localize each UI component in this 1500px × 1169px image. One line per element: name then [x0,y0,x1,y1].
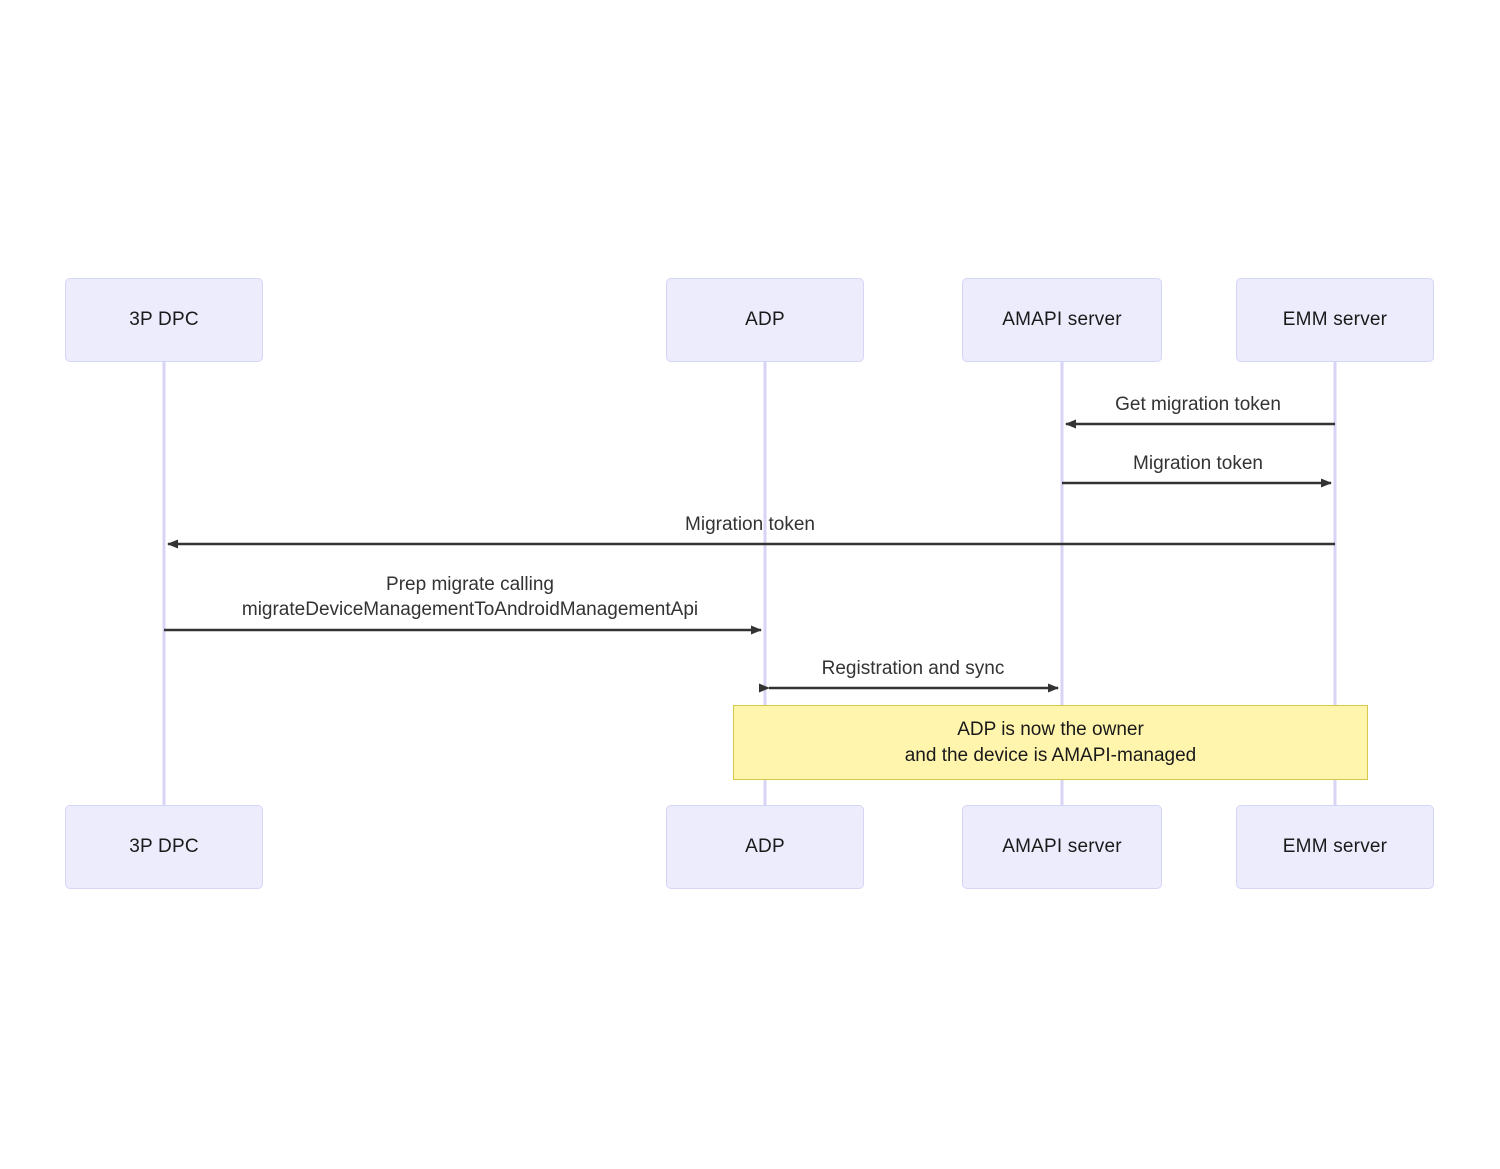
note-adp-owner-line1: ADP is now the owner [957,718,1144,740]
note-adp-owner-line2: and the device is AMAPI-managed [904,744,1197,766]
message-label-migration-token-amapi-to-emm: Migration token [1133,453,1263,474]
message-label-migration-token-emm-to-dpc: Migration token [685,514,815,535]
message-label-prep-migrate-line2: migrateDeviceManagementToAndroidManageme… [241,599,699,620]
participant-box-emm-server-bottom[interactable]: EMM server [1236,805,1434,889]
participant-label-3p-dpc-top: 3P DPC [129,309,199,330]
participant-box-emm-server-top[interactable]: EMM server [1236,278,1434,362]
participant-label-amapi-server-bottom: AMAPI server [1002,836,1122,857]
participant-box-adp-top[interactable]: ADP [666,278,864,362]
participant-label-amapi-server-top: AMAPI server [1002,309,1122,330]
message-label-registration-and-sync: Registration and sync [821,658,1005,679]
participant-label-emm-server-top: EMM server [1282,309,1388,330]
participant-label-emm-server-bottom: EMM server [1282,836,1388,857]
participant-label-3p-dpc-bottom: 3P DPC [129,836,199,857]
participant-box-amapi-server-bottom[interactable]: AMAPI server [962,805,1162,889]
message-label-prep-migrate: Prep migrate calling migrateDeviceManage… [242,572,698,622]
participant-label-adp-bottom: ADP [745,836,785,857]
message-label-prep-migrate-line1: Prep migrate calling [386,574,554,595]
note-adp-owner: ADP is now the owner and the device is A… [733,705,1368,780]
participant-box-amapi-server-top[interactable]: AMAPI server [962,278,1162,362]
participant-box-3p-dpc-top[interactable]: 3P DPC [65,278,263,362]
message-arrows [164,419,1335,693]
participant-label-adp-top: ADP [745,309,785,330]
participant-box-adp-bottom[interactable]: ADP [666,805,864,889]
message-label-get-migration-token: Get migration token [1115,394,1281,415]
participant-box-3p-dpc-bottom[interactable]: 3P DPC [65,805,263,889]
